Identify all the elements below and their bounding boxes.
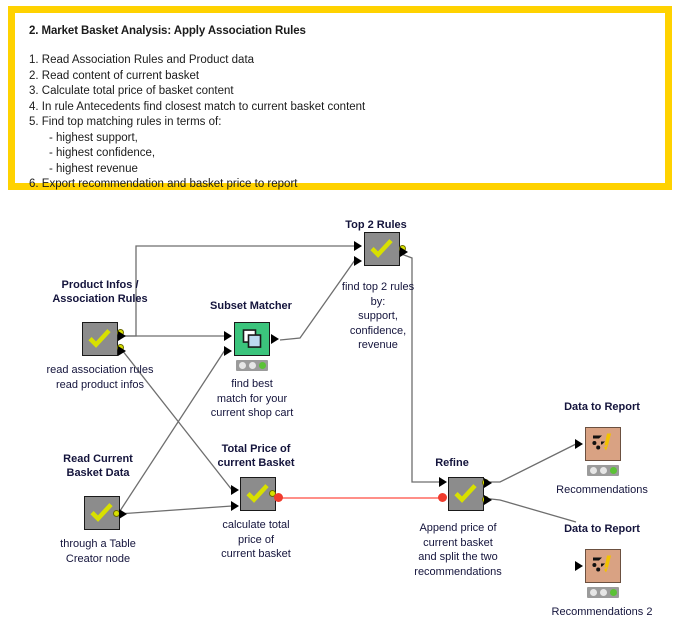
status-lamp-yellow bbox=[248, 362, 256, 369]
node-product-infos-title-line1: Product Infos / bbox=[61, 279, 139, 291]
description-substep: - highest confidence, bbox=[49, 147, 156, 159]
status-lamp-red bbox=[589, 589, 597, 596]
status-lamp-green bbox=[258, 362, 266, 369]
node-product-infos-sub-line2: read product infos bbox=[55, 378, 145, 391]
node-subset-matcher-in-port-1[interactable] bbox=[224, 331, 232, 341]
wire-basket-to-subset-bottom bbox=[117, 349, 226, 515]
node-subset-matcher-in-port-2[interactable] bbox=[224, 346, 232, 356]
node-refine-in-port-top[interactable] bbox=[439, 477, 447, 487]
node-refine-sub-line3: and split the two bbox=[418, 551, 498, 563]
wire-subset-to-top2 bbox=[279, 259, 356, 341]
node-subset-matcher-sub-line3: current shop cart bbox=[210, 407, 294, 419]
node-refine-sub-line2: current basket bbox=[423, 536, 493, 549]
checkmark-icon bbox=[88, 329, 111, 348]
node-data-to-report-2-box[interactable] bbox=[585, 549, 621, 583]
description-panel: 2. Market Basket Analysis: Apply Associa… bbox=[8, 6, 672, 190]
node-data-to-report-1-in-port[interactable] bbox=[575, 439, 583, 449]
node-total-price-sub-line1: calculate total bbox=[222, 519, 290, 531]
node-top-2-rules-sub-line4: confidence, bbox=[349, 324, 407, 337]
node-data-to-report-1-title: Data to Report bbox=[564, 401, 640, 413]
checkmark-icon bbox=[90, 503, 113, 522]
description-step: 3. Calculate total price of basket conte… bbox=[29, 85, 234, 97]
node-top-2-rules-sub-line5: revenue bbox=[358, 339, 398, 351]
status-lamp-yellow bbox=[599, 467, 607, 474]
node-product-infos-out-arrow-1 bbox=[118, 331, 126, 341]
node-data-to-report-1-status bbox=[587, 465, 619, 476]
node-data-to-report-1-box[interactable] bbox=[585, 427, 621, 461]
page-title: 2. Market Basket Analysis: Apply Associa… bbox=[29, 25, 306, 37]
data-to-report-icon bbox=[592, 555, 611, 573]
node-read-current-basket-title-line2: Basket Data bbox=[66, 467, 130, 479]
checkmark-icon bbox=[370, 239, 393, 258]
wire-basket-to-totalprice bbox=[117, 505, 233, 515]
node-subset-matcher-status bbox=[236, 360, 268, 371]
description-step-list: 1. Read Association Rules and Product da… bbox=[29, 53, 651, 193]
node-refine-out-arrow-2 bbox=[484, 495, 492, 505]
description-step: 1. Read Association Rules and Product da… bbox=[29, 54, 255, 66]
description-step: 6. Export recommendation and basket pric… bbox=[29, 178, 298, 190]
node-read-current-basket-out-arrow bbox=[119, 509, 127, 519]
node-product-infos-title-line2: Association Rules bbox=[52, 293, 148, 305]
node-top-2-rules-sub-line3: support, bbox=[358, 310, 398, 322]
node-data-to-report-2-sub: Recommendations 2 bbox=[551, 606, 653, 618]
node-total-price-in-port-2[interactable] bbox=[231, 501, 239, 511]
node-subset-matcher-box[interactable] bbox=[234, 322, 270, 356]
node-top-2-rules-sub-line2: by: bbox=[370, 295, 386, 308]
node-refine-sub-line1: Append price of bbox=[419, 522, 497, 534]
node-product-infos-out-arrow-2 bbox=[118, 346, 126, 356]
data-to-report-icon bbox=[592, 433, 611, 451]
description-step: 5. Find top matching rules in terms of: bbox=[29, 116, 222, 128]
node-top-2-rules-out-arrow bbox=[400, 247, 408, 257]
node-refine-out-arrow-1 bbox=[484, 478, 492, 488]
status-lamp-green bbox=[609, 589, 617, 596]
checkmark-icon bbox=[246, 484, 269, 503]
node-top-2-rules-title: Top 2 Rules bbox=[345, 219, 407, 231]
node-product-infos-box[interactable] bbox=[82, 322, 118, 356]
wire-product-to-totalprice bbox=[121, 349, 233, 491]
node-top-2-rules-in-port-1[interactable] bbox=[354, 241, 362, 251]
node-subset-matcher-title: Subset Matcher bbox=[210, 300, 292, 312]
node-total-price-title-line1: Total Price of bbox=[221, 443, 291, 455]
node-read-current-basket-sub-line1: through a Table bbox=[60, 538, 136, 550]
checkmark-icon bbox=[454, 484, 477, 503]
status-lamp-green bbox=[609, 467, 617, 474]
node-data-to-report-2-title: Data to Report bbox=[564, 523, 640, 535]
node-read-current-basket-sub-line2: Creator node bbox=[65, 552, 131, 565]
status-lamp-red bbox=[589, 467, 597, 474]
node-subset-matcher-sub-line2: match for your bbox=[216, 392, 288, 405]
subset-squares-icon bbox=[242, 329, 262, 348]
status-lamp-yellow bbox=[599, 589, 607, 596]
description-substep: - highest revenue bbox=[49, 162, 138, 175]
status-lamp-red bbox=[238, 362, 246, 369]
node-total-price-out-port-red[interactable] bbox=[274, 493, 283, 502]
node-top-2-rules-box[interactable] bbox=[364, 232, 400, 266]
node-refine-title: Refine bbox=[435, 457, 469, 469]
node-subset-matcher-out-port[interactable] bbox=[271, 334, 279, 344]
node-total-price-sub-line2: price of bbox=[237, 533, 275, 546]
node-data-to-report-2-in-port[interactable] bbox=[575, 561, 583, 571]
node-subset-matcher-sub-line1: find best bbox=[231, 378, 273, 390]
node-data-to-report-1-sub: Recommendations bbox=[556, 484, 648, 496]
node-total-price-title-line2: current Basket bbox=[217, 457, 295, 469]
node-top-2-rules-in-port-2[interactable] bbox=[354, 256, 362, 266]
description-step: 4. In rule Antecedents find closest matc… bbox=[29, 100, 366, 113]
node-refine-box[interactable] bbox=[448, 477, 484, 511]
node-top-2-rules-sub-line1: find top 2 rules bbox=[341, 281, 415, 293]
node-data-to-report-2-status bbox=[587, 587, 619, 598]
node-refine-sub-line4: recommendations bbox=[414, 565, 502, 578]
node-total-price-sub-line3: current basket bbox=[221, 548, 291, 560]
description-substep: - highest support, bbox=[49, 131, 138, 144]
workflow-canvas[interactable]: .w { fill:none; stroke:#6e6e6e; stroke-w… bbox=[0, 200, 680, 625]
node-total-price-in-port-1[interactable] bbox=[231, 485, 239, 495]
node-refine-in-port-red[interactable] bbox=[438, 493, 447, 502]
node-product-infos-sub-line1: read association rules bbox=[46, 364, 154, 376]
wire-refine-to-report2 bbox=[481, 497, 577, 523]
node-read-current-basket-title-line1: Read Current bbox=[63, 453, 133, 465]
description-step: 2. Read content of current basket bbox=[29, 69, 200, 82]
